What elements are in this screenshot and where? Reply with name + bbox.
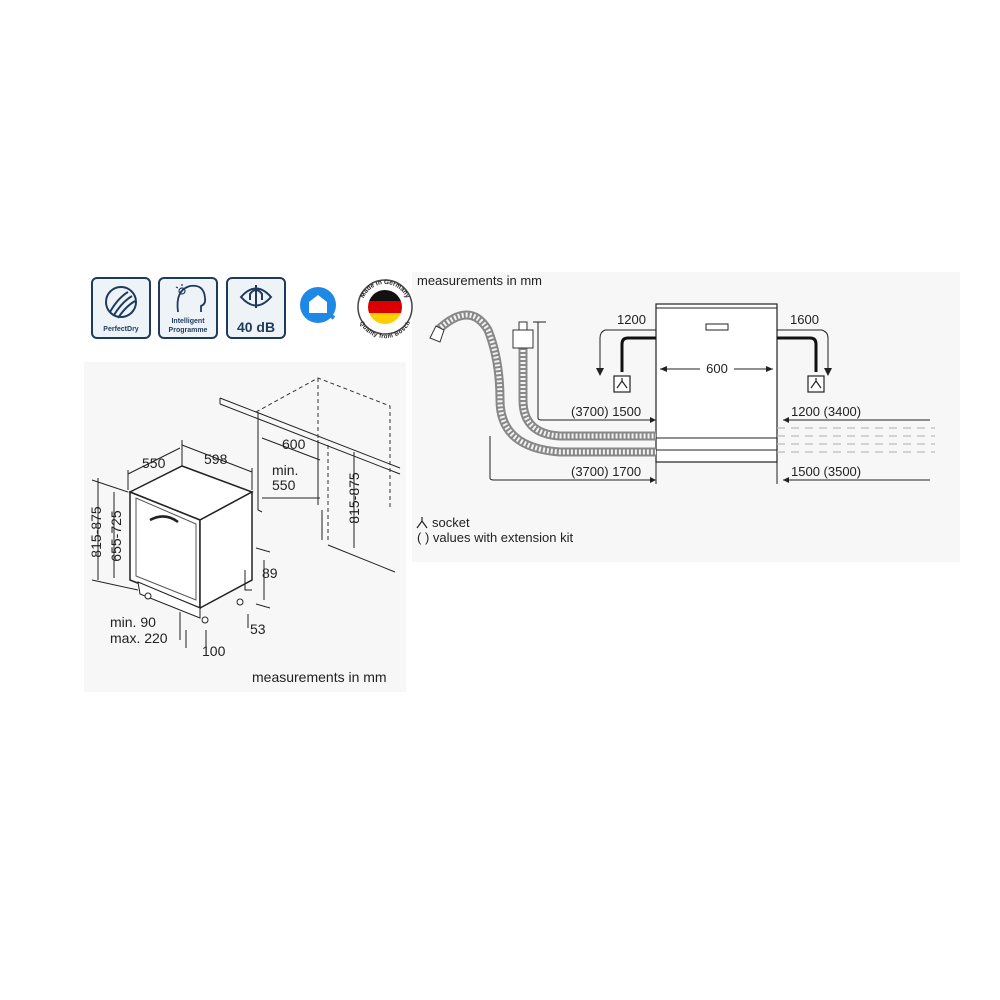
dim-655-725: 655-725 xyxy=(108,510,124,562)
dim-600-niche: 600 xyxy=(282,436,306,452)
dim-1600-top: 1600 xyxy=(790,312,819,327)
noise-level-icon xyxy=(239,285,273,308)
dim-600-width: 600 xyxy=(706,361,728,376)
socket-legend-icon xyxy=(416,517,428,529)
dim-min-label: min. xyxy=(272,462,298,478)
dim-left-lower: (3700) 1700 xyxy=(571,464,641,479)
intelligent-programme-icon xyxy=(175,284,207,313)
germany-flag-icon xyxy=(368,290,402,324)
dim-598-width: 598 xyxy=(204,451,228,467)
countertop-outline xyxy=(219,377,401,573)
perfectdry-badge: PerfectDry xyxy=(91,277,151,339)
left-caption: measurements in mm xyxy=(252,669,387,685)
dim-89: 89 xyxy=(262,565,278,581)
dim-815-875-left: 815-875 xyxy=(88,506,104,558)
extension-guides xyxy=(777,427,935,453)
drain-hose xyxy=(429,310,656,457)
intelligent-label-line1: Intelligent xyxy=(171,318,205,325)
dim-1200-top: 1200 xyxy=(617,312,646,327)
left-dimension-lines xyxy=(91,437,355,648)
dim-plinth-min: min. 90 xyxy=(110,614,156,630)
dim-plinth-max: max. 220 xyxy=(110,630,168,646)
intelligent-label-line2: Programme xyxy=(169,327,208,334)
legend-extension: ( ) values with extension kit xyxy=(417,530,573,545)
right-dimension-lines xyxy=(489,321,930,484)
dishwasher-front xyxy=(655,303,778,463)
legend: socket ( ) values with extension kit xyxy=(416,515,573,545)
made-in-germany-badge: Made in Germany Quality from Bosch xyxy=(357,279,413,340)
door-handle xyxy=(149,515,179,524)
legend-socket: socket xyxy=(432,515,470,530)
noise-level-badge: 40 dB xyxy=(226,277,286,339)
home-connect-icon xyxy=(300,287,336,323)
right-title: measurements in mm xyxy=(417,273,542,288)
perfectdry-icon xyxy=(105,286,137,319)
right-socket-icon xyxy=(807,375,825,393)
water-supply-hose xyxy=(512,321,656,441)
intelligent-programme-badge: Intelligent Programme xyxy=(158,277,218,339)
dishwasher-body xyxy=(128,465,254,624)
power-cables xyxy=(620,336,818,372)
dim-550-min-niche: 550 xyxy=(272,477,296,493)
left-socket-icon xyxy=(613,375,631,393)
dim-550-depth: 550 xyxy=(142,455,166,471)
dim-right-upper: 1200 (3400) xyxy=(791,404,861,419)
dim-left-upper: (3700) 1500 xyxy=(571,404,641,419)
dim-815-875-right: 815-875 xyxy=(346,472,362,524)
dim-100: 100 xyxy=(202,643,226,659)
perfectdry-label: PerfectDry xyxy=(103,326,139,333)
dim-right-lower: 1500 (3500) xyxy=(791,464,861,479)
noise-level-label: 40 dB xyxy=(237,319,275,335)
dim-53: 53 xyxy=(250,621,266,637)
